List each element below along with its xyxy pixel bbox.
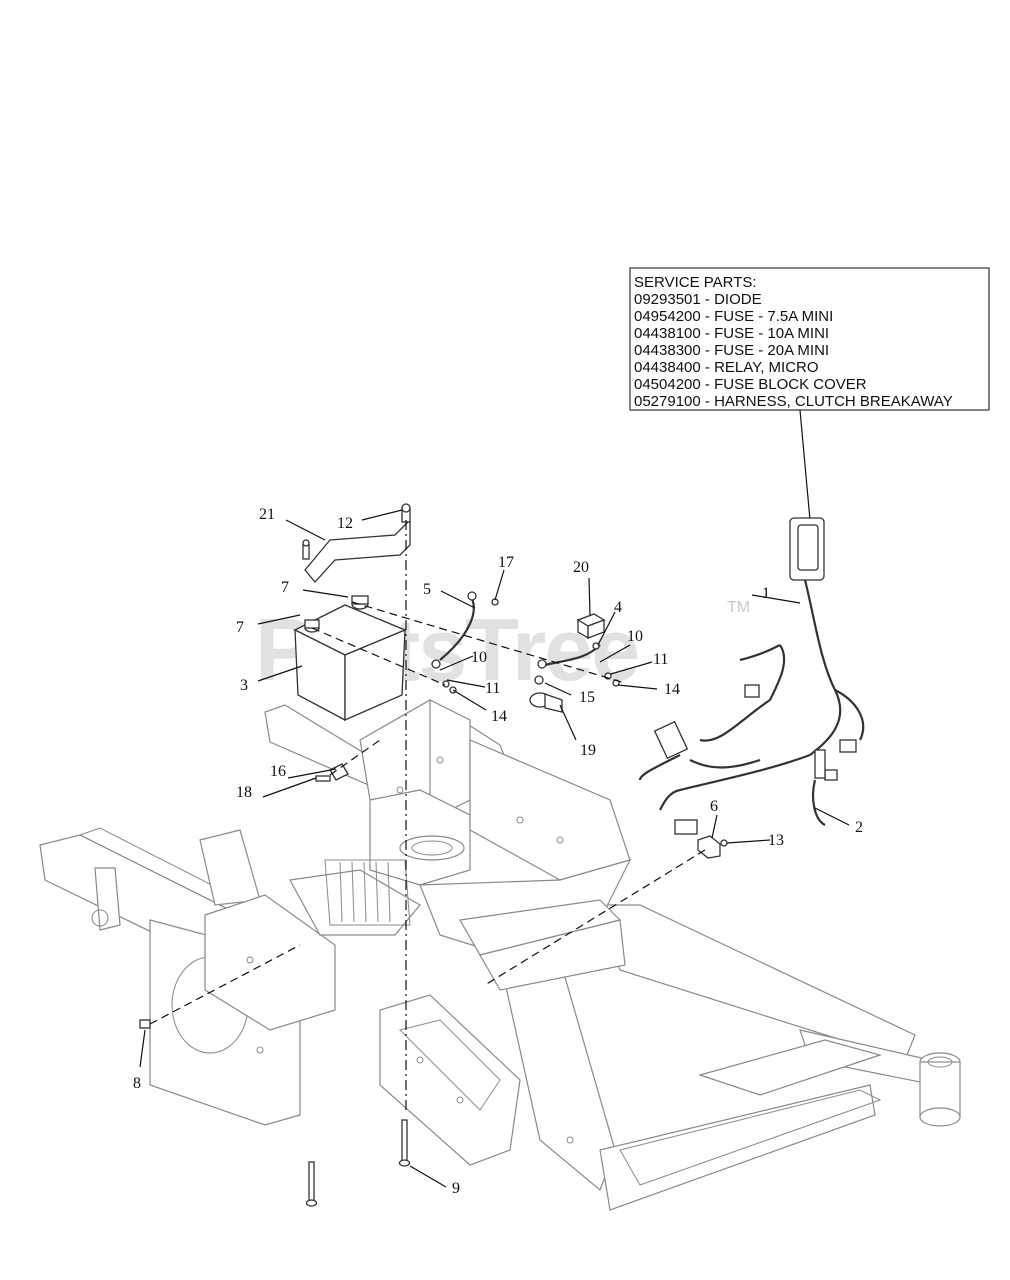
callouts: 1 2 3 4 5 6 7 7 8 9 10 10 11 11 12 13 14… [133,506,863,1197]
callout-7: 7 [236,619,244,636]
wire-harness [638,517,865,835]
callout-20: 20 [573,559,589,576]
callout-1: 1 [762,585,770,602]
callout-6: 6 [710,798,718,815]
service-part-line: 04438400 - RELAY, MICRO [634,359,819,376]
battery [293,595,407,722]
callout-14: 14 [664,681,680,698]
service-parts-box: SERVICE PARTS: 09293501 - DIODE 04954200… [629,267,990,521]
callout-19: 19 [580,742,596,759]
fasteners [442,598,728,847]
floor-grille [324,859,411,926]
callout-10: 10 [471,649,487,666]
callout-11: 11 [653,651,668,668]
service-part-line: 04438300 - FUSE - 20A MINI [634,342,829,359]
callout-15: 15 [579,689,595,706]
callout-10: 10 [627,628,643,645]
callout-16: 16 [270,763,286,780]
service-part-line: 04504200 - FUSE BLOCK COVER [634,376,867,393]
service-part-line: 04954200 - FUSE - 7.5A MINI [634,308,833,325]
callout-14: 14 [491,708,507,725]
service-parts-title: SERVICE PARTS: [634,274,757,291]
leader-lines [139,509,850,1188]
watermark-trademark: TM [727,599,750,616]
battery-cables [431,591,601,685]
bolt-12 [401,503,411,523]
callout-13: 13 [768,832,784,849]
callout-3: 3 [240,677,248,694]
bolt-8 [139,1019,151,1029]
terminal-boot [529,692,563,713]
battery-hold-down [302,518,411,583]
service-part-line: 09293501 - DIODE [634,291,762,308]
callout-12: 12 [337,515,353,532]
callout-9: 9 [452,1180,460,1197]
service-part-line: 04438100 - FUSE - 10A MINI [634,325,829,342]
relay [576,613,606,640]
callout-8: 8 [133,1075,141,1092]
callout-21: 21 [259,506,275,523]
callout-7: 7 [281,579,289,596]
callout-11: 11 [485,680,500,697]
assembly-lines [149,520,706,1110]
callout-2: 2 [855,819,863,836]
service-part-line: 05279100 - HARNESS, CLUTCH BREAKAWAY [634,393,953,410]
callout-4: 4 [614,599,622,616]
callout-5: 5 [423,581,431,598]
callout-17: 17 [498,554,514,571]
long-bolts [305,1119,411,1207]
chassis-frame [39,699,961,1211]
callout-18: 18 [236,784,252,801]
breakaway-switch [697,835,721,859]
